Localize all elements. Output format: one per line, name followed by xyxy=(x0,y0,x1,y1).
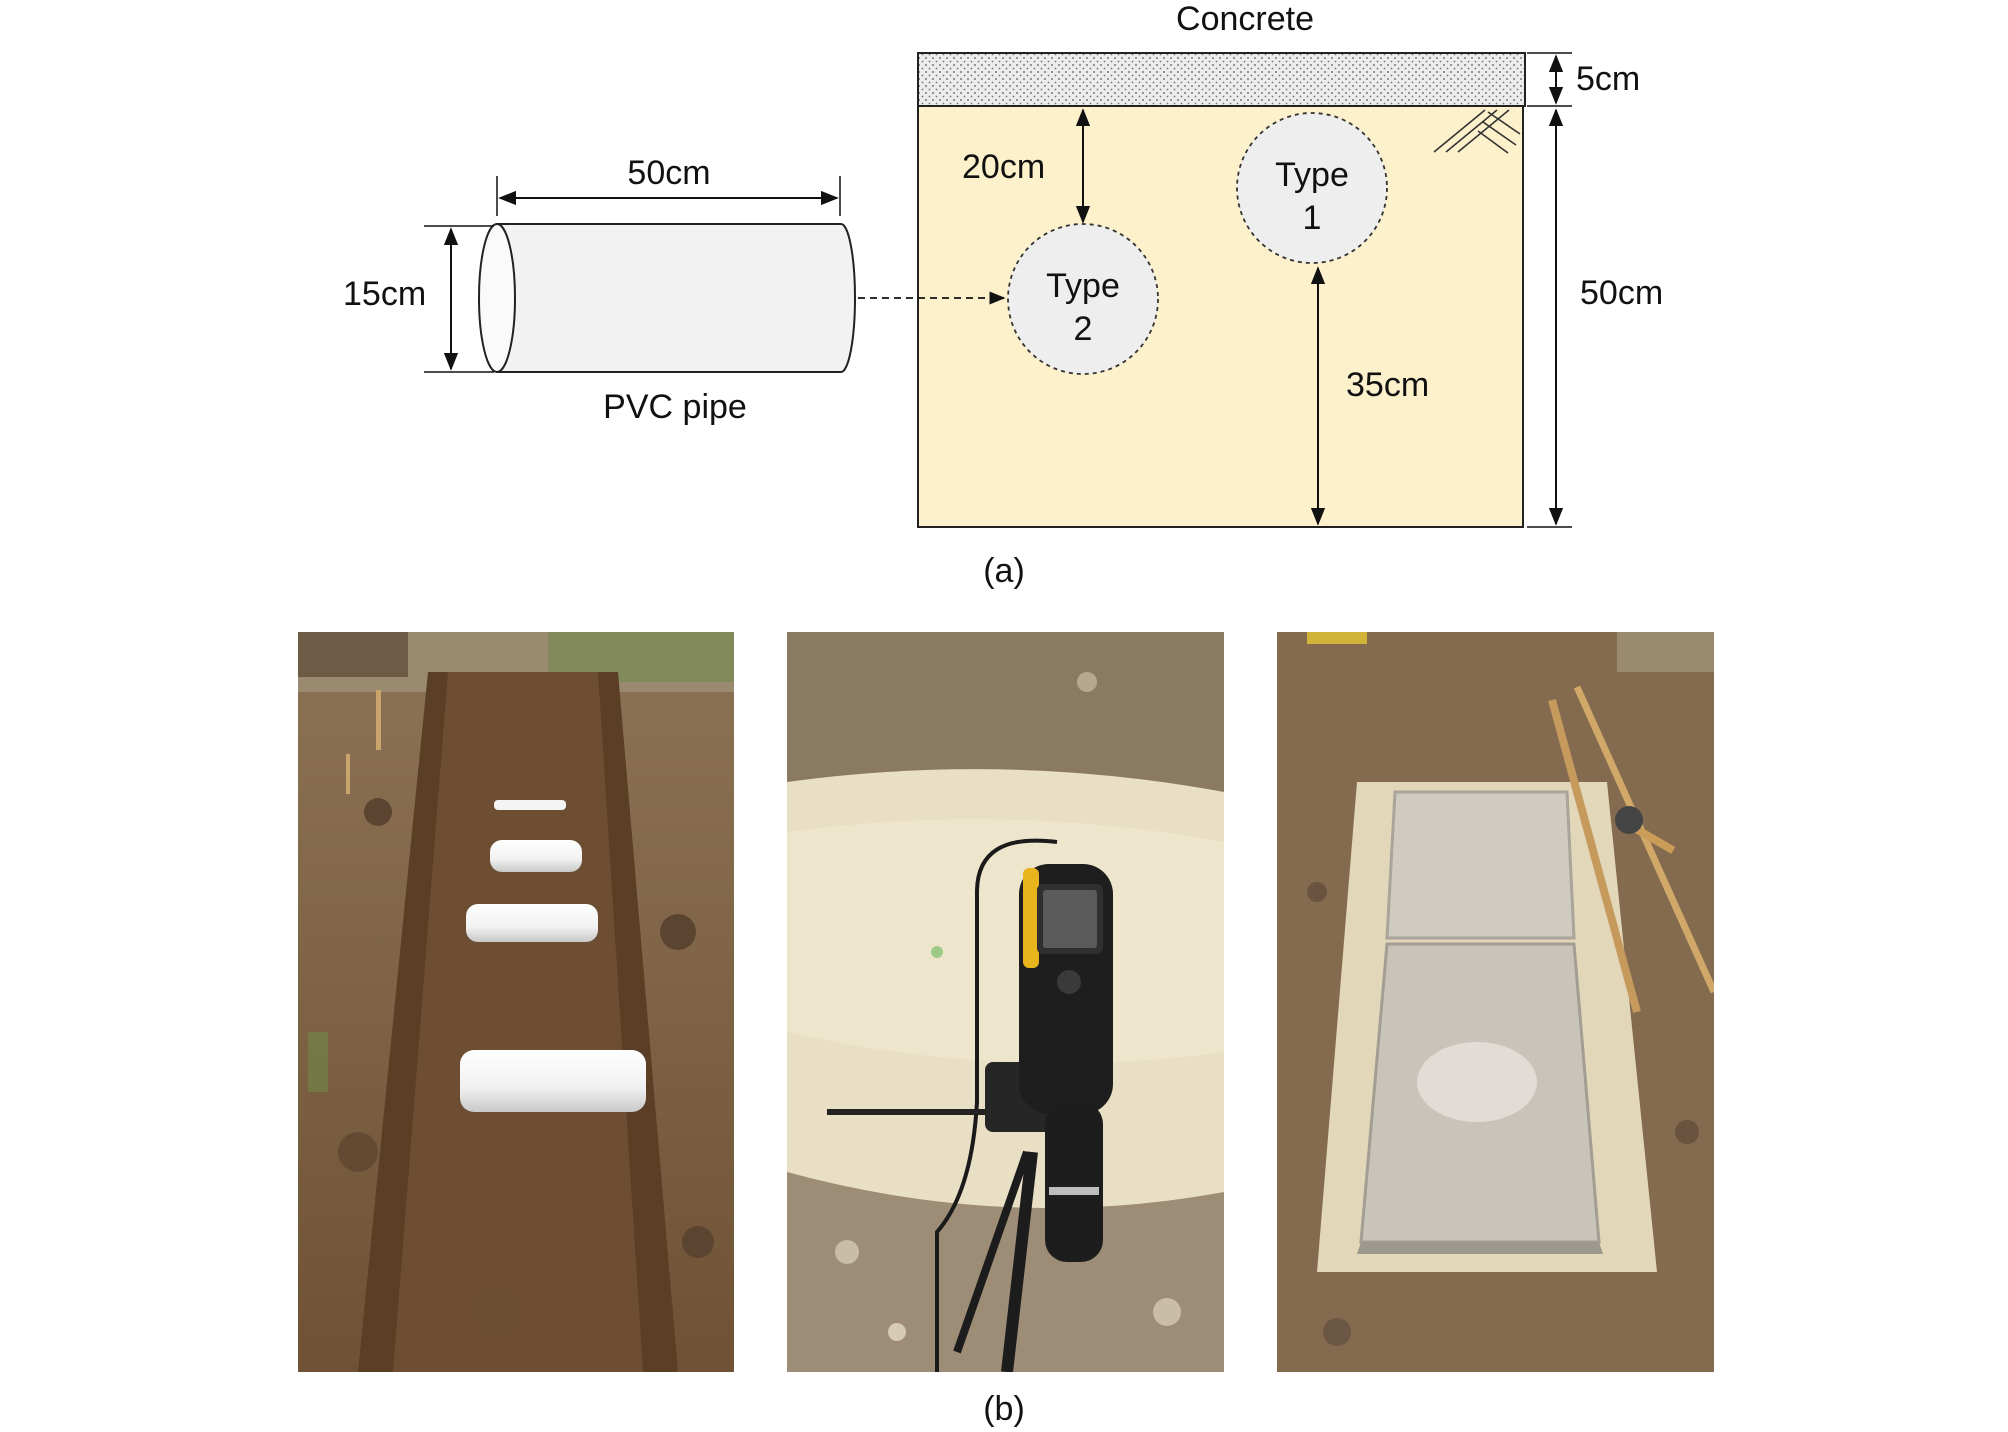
caption-b: (b) xyxy=(983,1390,1025,1428)
type2-label: Type 2 xyxy=(1008,265,1158,351)
photo-thermal-camera xyxy=(787,632,1224,1372)
pipe-length-label: 50cm xyxy=(627,154,711,192)
type1-circle xyxy=(1236,112,1388,264)
concrete-thickness-label: 5cm xyxy=(1576,60,1641,98)
schematic-diagram xyxy=(424,52,1572,528)
pipe-diameter-label: 15cm xyxy=(343,275,427,313)
type2-label-line1: Type xyxy=(1046,267,1120,305)
photo-trench-pipes xyxy=(298,632,734,1372)
type2-circle xyxy=(1007,223,1159,375)
soil-height-label: 50cm xyxy=(1580,274,1664,312)
pipe-label: PVC pipe xyxy=(603,388,747,426)
caption-a: (a) xyxy=(983,552,1025,590)
concrete-slab xyxy=(917,52,1526,107)
hatch-marks xyxy=(1433,109,1521,154)
type2-label-line2: 2 xyxy=(1073,310,1093,348)
pvc-pipe xyxy=(478,223,856,373)
concrete-label: Concrete xyxy=(1176,0,1314,38)
depth-type2-label: 20cm xyxy=(962,148,1046,186)
photo-concrete-slab xyxy=(1277,632,1714,1372)
type1-label: Type 1 xyxy=(1237,154,1387,240)
type1-label-line1: Type xyxy=(1275,156,1349,194)
depth-type1-label: 35cm xyxy=(1346,366,1430,404)
type1-label-line2: 1 xyxy=(1302,199,1322,237)
